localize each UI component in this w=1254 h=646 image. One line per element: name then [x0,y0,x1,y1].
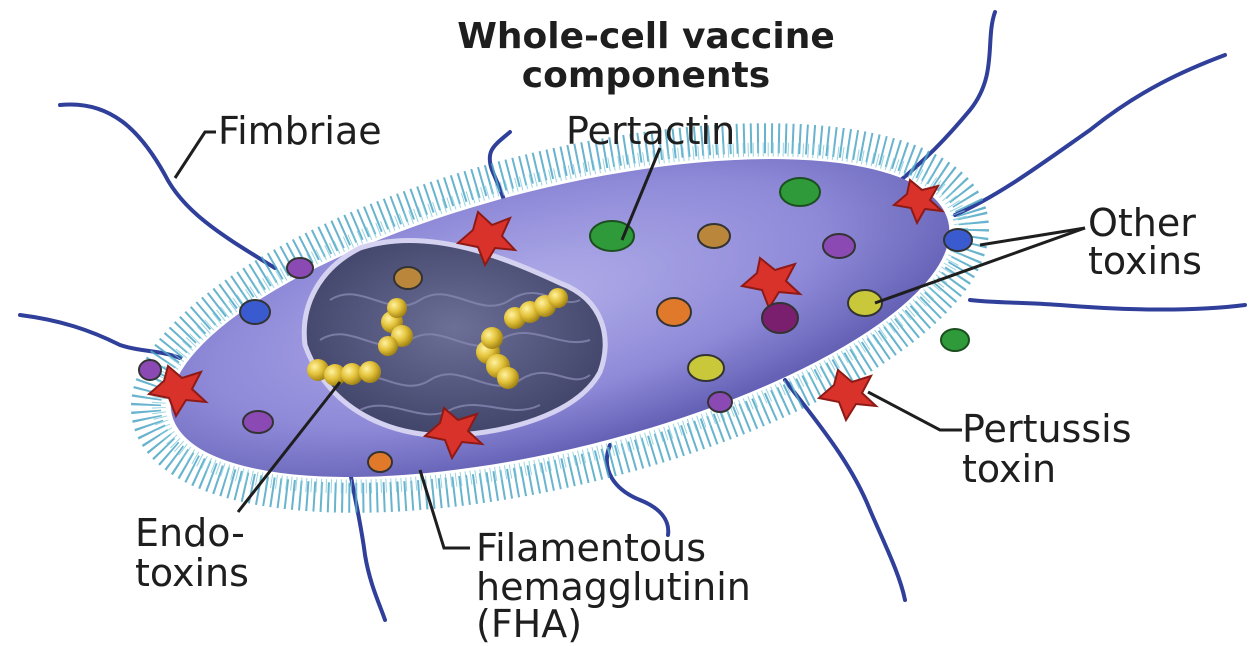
label-pertactin: Pertactin [566,110,735,152]
diagram-title-line1: Whole-cell vaccine [0,17,1254,57]
leader-fimbriae [175,132,216,178]
label-endotoxins-line1: Endo- [135,512,245,554]
flagellum [20,315,180,358]
leader-pertussis [868,392,962,430]
label-pertussis-toxin-line2: toxin [962,448,1056,490]
label-other-toxins-line1: Other [1088,202,1196,244]
leader-other-toxins-a [980,228,1085,245]
label-other-toxins-line2: toxins [1088,240,1202,282]
label-endotoxins-line2: toxins [135,552,249,594]
flagellum [607,445,668,535]
label-fimbriae: Fimbriae [218,110,382,152]
label-pertussis-toxin-line1: Pertussis [962,408,1132,450]
label-fha-line3: (FHA) [476,603,582,645]
label-fha-line1: Filamentous [476,527,706,569]
flagellum [970,300,1245,310]
diagram-title-line2: components [0,56,1254,96]
